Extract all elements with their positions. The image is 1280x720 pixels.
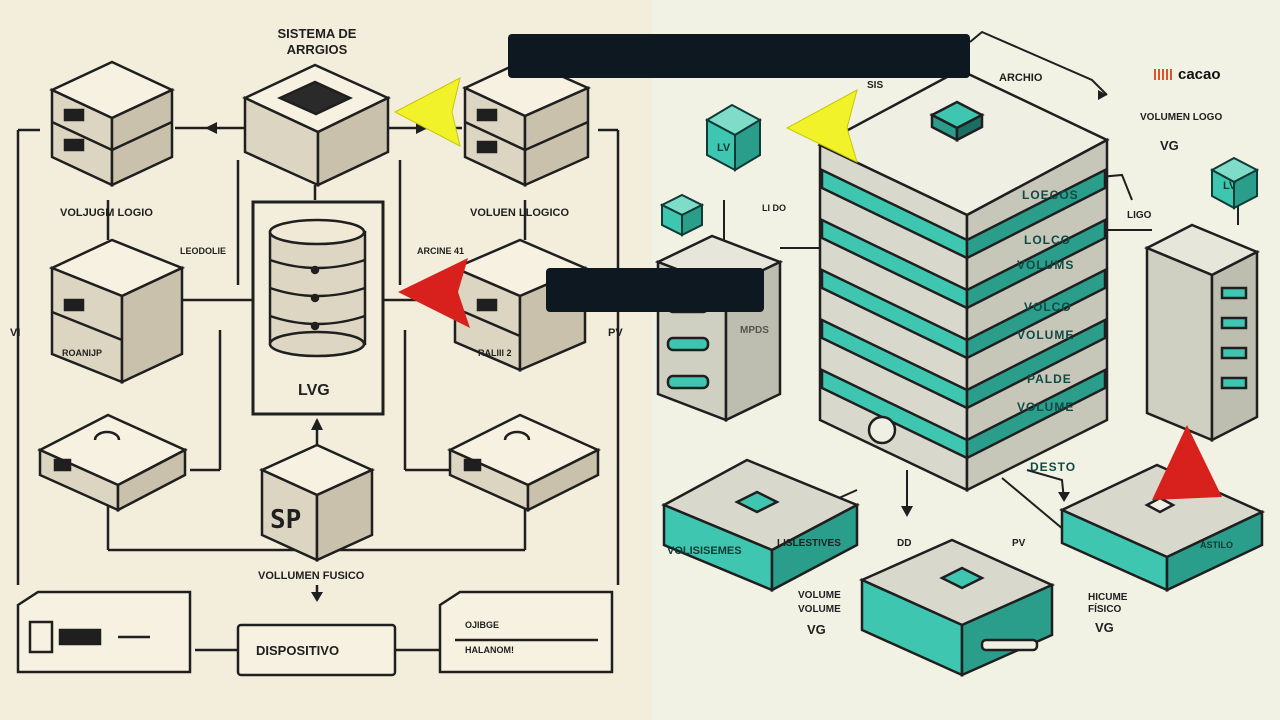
main-volume-stack <box>817 68 1110 493</box>
left-diagram-svg <box>16 58 620 677</box>
label-voluen: VOLUEN LLOGICO <box>470 207 569 219</box>
stack-label-8: DESTO <box>1030 460 1077 474</box>
right-tower <box>1144 223 1260 443</box>
cacao-logo: cacao <box>1154 66 1221 83</box>
label-volumen-logo: VOLUMEN LOGO <box>1140 112 1223 123</box>
label-arcline: ARCINE 41 <box>417 246 465 256</box>
label-vi: VI <box>10 327 21 339</box>
stack-label-6: PALDE <box>1027 372 1072 386</box>
label-volume-1: VOLUME <box>798 590 841 601</box>
yellow-arrow-right <box>785 89 858 163</box>
stack-label-5: VOLUME <box>1017 328 1075 342</box>
label-volumen-fisico: VOLLUMEN FUSICO <box>258 570 365 582</box>
censor-bar-top <box>508 34 970 78</box>
device-bottom-right <box>438 590 614 674</box>
label-volisisemes: VOLISISEMES <box>667 545 742 557</box>
label-astillo: ASTILO <box>1200 540 1233 550</box>
label-sisio: SIS <box>867 80 884 91</box>
label-vg-right: VG <box>1095 620 1114 635</box>
label-vg-top: VG <box>1160 138 1179 153</box>
label-archio: ARCHIO <box>999 72 1043 84</box>
label-pv-left: PV <box>608 327 623 339</box>
label-lv-right: LV <box>1223 180 1237 192</box>
stack-label-7: VOLUME <box>1017 400 1075 414</box>
red-arrow-right <box>1152 425 1222 500</box>
red-arrow-left <box>398 258 470 328</box>
label-raliii: RALIII 2 <box>478 348 512 358</box>
stack-label-2: LOLCO <box>1024 233 1071 247</box>
lv-cube-left <box>704 103 763 172</box>
label-lvg: LVG <box>298 382 330 399</box>
logo-text: cacao <box>1178 66 1221 83</box>
server-mid-left <box>48 238 186 384</box>
label-roanijp: ROANIJP <box>62 348 103 358</box>
label-lv-left: LV <box>717 142 731 154</box>
label-fisico: FÍSICO <box>1088 604 1122 615</box>
disk-bottom-left <box>37 413 188 513</box>
label-ligo: LIGO <box>1127 210 1152 221</box>
censor-bar-middle <box>546 268 764 312</box>
lv-cube-right <box>1209 156 1260 210</box>
stack-label-3: VOLUMS <box>1017 258 1075 272</box>
label-voljugm: VOLJUGM LOGIO <box>60 207 153 219</box>
label-lislestives: LISLESTIVES <box>777 538 841 549</box>
logo-stripes-icon <box>1154 69 1174 80</box>
right-diagram-svg <box>654 30 1265 677</box>
label-halanom: HALANOM! <box>465 645 514 655</box>
platform-right <box>1059 463 1265 592</box>
stack-label-4: VOLCO <box>1024 300 1072 314</box>
right-diagram-panel: ARCHIO SIS VOLUMEN LOGO VG LV LV LI DO L… <box>652 0 1280 720</box>
device-bottom-left <box>16 590 192 674</box>
yellow-arrow-left <box>393 77 461 147</box>
label-vg-bottom: VG <box>807 622 826 637</box>
platform-left <box>661 458 860 593</box>
label-hicume: HICUME <box>1088 592 1128 603</box>
stack-label-1: LOECOS <box>1022 188 1079 202</box>
dispositivo-box <box>236 623 397 677</box>
label-leodolie: LEODOLIE <box>180 246 227 256</box>
label-mpds: MPDS <box>740 325 769 336</box>
label-pv-right: PV <box>1012 538 1026 549</box>
array-box <box>242 63 391 187</box>
server-top-right <box>462 58 592 187</box>
sp-box <box>258 443 376 562</box>
sp-glyph: SP <box>270 505 302 535</box>
lvg-cylinder <box>268 218 367 358</box>
label-dispositivo: DISPOSITIVO <box>256 643 340 658</box>
server-top-left <box>49 60 175 187</box>
label-volume-2: VOLUME <box>798 604 841 615</box>
disk-bottom-right <box>447 413 601 513</box>
tiny-cube <box>659 193 705 237</box>
label-objetge: OJIBGE <box>465 620 500 630</box>
label-dd: DD <box>897 538 912 549</box>
label-lido: LI DO <box>762 203 786 213</box>
platform-center <box>858 538 1056 677</box>
